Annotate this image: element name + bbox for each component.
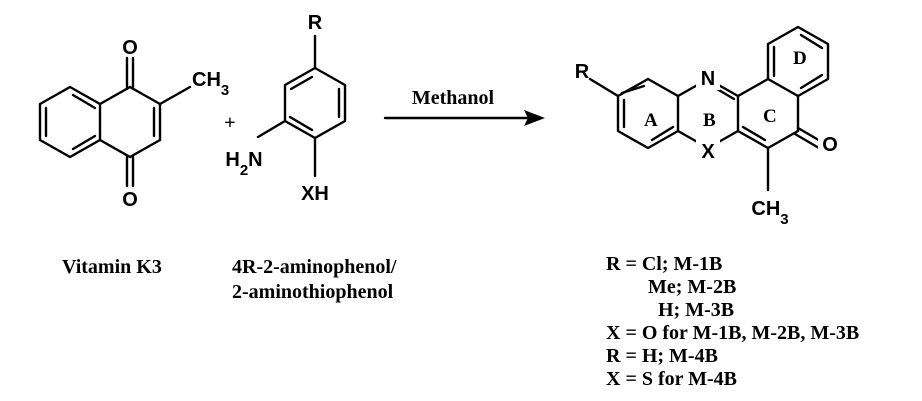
product-methyl: CH3 xyxy=(751,198,788,228)
legend-line-2: Me; M-2B xyxy=(648,276,736,298)
ring-label-d: D xyxy=(793,48,807,69)
legend-line-3: H; M-3B xyxy=(658,299,734,321)
vitamin-k3-methyl: CH3 xyxy=(192,69,229,99)
aminophenol-name-line2: 2-aminothiophenol xyxy=(232,281,394,303)
aminophenol-name-line1: 4R-2-aminophenol/ xyxy=(232,256,397,278)
reaction-arrow xyxy=(383,110,545,126)
aminophenol-amine: H2N xyxy=(225,149,262,179)
ring-label-a: A xyxy=(644,110,658,131)
reaction-solvent-label: Methanol xyxy=(412,87,495,109)
legend-line-4: X = O for M-1B, M-2B, M-3B xyxy=(606,322,859,344)
ring-label-b: B xyxy=(703,110,716,131)
product-heteroatom-x: X xyxy=(701,141,715,163)
legend-line-5: R = H; M-4B xyxy=(606,345,718,367)
product-oxygen: O xyxy=(822,134,838,156)
plus-sign: + xyxy=(224,112,235,134)
vitamin-k3-oxygen-top: O xyxy=(122,37,138,59)
product-r-group: R xyxy=(575,61,590,83)
aminophenol-structure xyxy=(256,34,347,178)
product-nitrogen: N xyxy=(701,68,715,90)
ring-label-c: C xyxy=(763,106,777,127)
vitamin-k3-name: Vitamin K3 xyxy=(62,256,162,278)
legend-line-6: X = S for M-4B xyxy=(606,368,737,390)
aminophenol-r-group: R xyxy=(308,12,323,34)
vitamin-k3-structure xyxy=(38,56,192,188)
legend-line-1: R = Cl; M-1B xyxy=(606,253,722,275)
vitamin-k3-oxygen-bottom: O xyxy=(122,189,138,211)
aminophenol-xh: XH xyxy=(301,183,329,205)
